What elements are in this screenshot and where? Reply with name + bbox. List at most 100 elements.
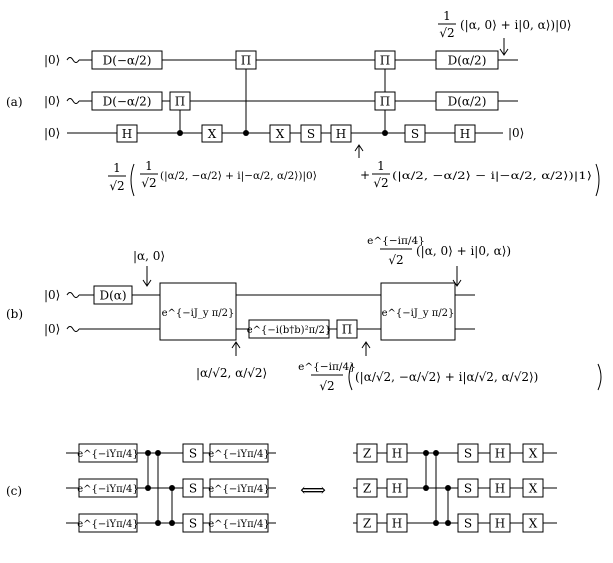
gate-x-r-2 xyxy=(522,478,544,498)
annot-a-top-state: (|α, 0⟩ + i|0, α⟩)|0⟩ xyxy=(460,18,571,32)
gate-rot-l-1-1-label: e^{−iYπ/4} xyxy=(77,449,139,460)
gate-h-2 xyxy=(330,124,352,143)
big-paren-left-b xyxy=(348,363,353,391)
gate-s-l-1 xyxy=(182,443,204,463)
annot-a-bot-outer-num: 1 xyxy=(113,161,121,175)
gate-kerr xyxy=(248,319,330,339)
gate-d-neg-1 xyxy=(91,50,163,70)
gate-h-r-2-2 xyxy=(489,478,511,498)
input-b-1: |0⟩ xyxy=(44,288,60,302)
gate-beamsplitter-2-label: e^{−iJ_y π/2} xyxy=(382,308,455,319)
cz-l-1-dot-b xyxy=(145,485,151,491)
gate-beamsplitter-1 xyxy=(159,282,237,341)
gate-s-1 xyxy=(300,124,322,143)
gate-s-r-3 xyxy=(457,513,479,533)
gate-h-r-1-2 xyxy=(386,478,408,498)
cz-r-1-dot-b xyxy=(423,485,429,491)
gate-rot-l-1-1 xyxy=(78,443,138,463)
gate-z-r-3-label: Z xyxy=(363,517,371,531)
gate-z-r-2-label: Z xyxy=(363,482,371,496)
gate-beamsplitter-2 xyxy=(380,282,456,341)
gate-d-pos-2-label: D(α/2) xyxy=(448,95,487,109)
annot-a-bot-term-2: (|α/2, −α/2⟩ − i|−α/2, α/2⟩)|1⟩ xyxy=(392,170,592,183)
gate-x-1 xyxy=(201,124,223,143)
gate-s-r-1 xyxy=(457,443,479,463)
gate-rot-l-2-1 xyxy=(209,443,269,463)
gate-pi-b xyxy=(336,319,358,339)
gate-z-r-1-label: Z xyxy=(363,447,371,461)
gate-h-1 xyxy=(116,124,138,143)
gate-pi-b-label: Π xyxy=(342,323,352,337)
input-b-2: |0⟩ xyxy=(44,322,60,336)
panel-c-label: (c) xyxy=(6,484,22,498)
gate-d-neg-2 xyxy=(91,91,163,111)
gate-h-r-2-3-label: H xyxy=(495,517,505,531)
gate-d-pos-2 xyxy=(435,91,499,111)
gate-h-r-2-3 xyxy=(489,513,511,533)
annot-b-top-den: √2 xyxy=(388,253,403,267)
gate-d-pos-1-label: D(α/2) xyxy=(448,54,487,68)
annot-a-bot-term-1: (|α/2, −α/2⟩ + i|−α/2, α/2⟩)|0⟩ xyxy=(160,170,317,183)
gate-z-r-1 xyxy=(356,443,378,463)
annot-b-top-num: e^{−iπ/4} xyxy=(367,235,425,247)
equivalence-symbol: ⟺ xyxy=(300,480,326,501)
output-a-3: |0⟩ xyxy=(508,126,524,140)
arrow-b-bottom-head xyxy=(361,341,371,349)
gate-h-r-1-1-label: H xyxy=(392,447,402,461)
annot-a-bot-inner-num-1: 1 xyxy=(145,159,153,173)
squiggle-a-1 xyxy=(66,57,80,63)
gate-pi-1 xyxy=(235,50,257,70)
cz-r-2-dot-a xyxy=(433,450,439,456)
arrow-a-top-head xyxy=(499,48,509,56)
gate-x-1-label: X xyxy=(208,127,217,141)
panel-b: (b) |0⟩ |0⟩ D(α) e^{−iJ_y π/2} e^{−i(b†b… xyxy=(6,235,602,393)
gate-d-alpha-label: D(α) xyxy=(99,289,126,303)
gate-h-3 xyxy=(454,124,476,143)
gate-pi-2-label: Π xyxy=(175,95,185,109)
big-paren-right-b xyxy=(597,363,602,391)
annot-a-top-num: 1 xyxy=(443,9,451,23)
gate-h-r-1-3 xyxy=(386,513,408,533)
gate-h-r-2-2-label: H xyxy=(495,482,505,496)
gate-s-l-3 xyxy=(182,513,204,533)
gate-rot-l-2-2 xyxy=(209,478,269,498)
annot-b-top-state: (|α, 0⟩ + i|0, α⟩) xyxy=(416,244,511,258)
gate-h-r-2-1 xyxy=(489,443,511,463)
arrow-a-bottom-head xyxy=(354,144,364,152)
cz-r-3-dot-b xyxy=(445,520,451,526)
annot-a-bot-inner-den-2: √2 xyxy=(373,176,388,190)
annot-b-alpha0: |α, 0⟩ xyxy=(133,249,165,263)
gate-s-l-1-label: S xyxy=(189,447,197,461)
gate-h-3-label: H xyxy=(460,127,470,141)
annot-a-bot-inner-den-1: √2 xyxy=(141,176,156,190)
gate-x-2 xyxy=(269,124,291,143)
panel-b-label: (b) xyxy=(6,307,23,321)
gate-h-r-2-1-label: H xyxy=(495,447,505,461)
big-paren-left-a xyxy=(130,163,135,197)
gate-z-r-2 xyxy=(356,478,378,498)
gate-s-l-3-label: S xyxy=(189,517,197,531)
control-dot-a-3 xyxy=(382,130,388,136)
gate-rot-l-2-3 xyxy=(209,513,269,533)
gate-x-r-2-label: X xyxy=(529,482,538,496)
gate-x-r-3 xyxy=(522,513,544,533)
gate-x-r-3-label: X xyxy=(529,517,538,531)
gate-s-2 xyxy=(404,124,426,143)
input-a-1: |0⟩ xyxy=(44,53,60,67)
annot-a-top-den: √2 xyxy=(439,26,454,40)
gate-s-r-1-label: S xyxy=(464,447,472,461)
gate-s-r-2-label: S xyxy=(464,482,472,496)
gate-s-r-3-label: S xyxy=(464,517,472,531)
arrow-b-split-head xyxy=(231,341,241,349)
gate-x-r-1 xyxy=(522,443,544,463)
gate-x-2-label: X xyxy=(276,127,285,141)
gate-rot-l-1-3 xyxy=(78,513,138,533)
gate-pi-3 xyxy=(374,50,396,70)
gate-kerr-label: e^{−i(b†b)²π/2} xyxy=(247,325,332,336)
gate-s-1-label: S xyxy=(307,127,315,141)
gate-pi-4 xyxy=(374,91,396,111)
annot-a-bot-outer-den: √2 xyxy=(109,179,124,193)
gate-pi-2 xyxy=(169,91,191,111)
gate-d-alpha xyxy=(93,285,133,305)
